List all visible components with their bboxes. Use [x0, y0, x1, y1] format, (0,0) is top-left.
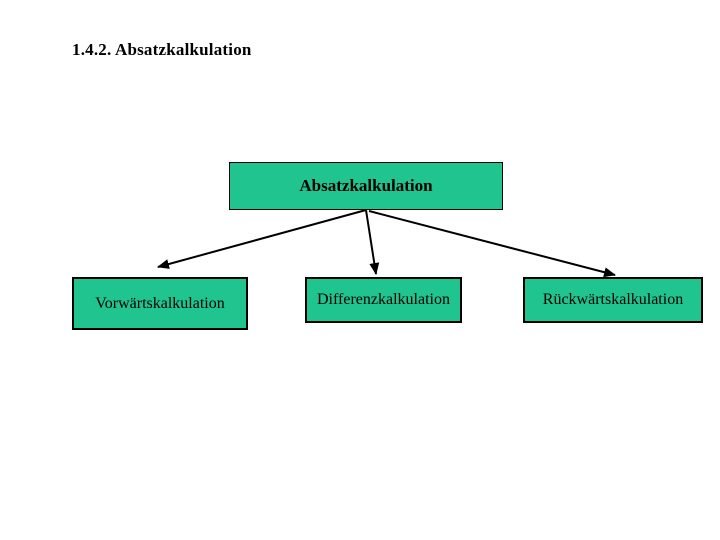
diagram-node-differenzkalkulation: Differenzkalkulation [305, 277, 462, 323]
diagram-node-vorwaertskalkulation: Vorwärtskalkulation [72, 277, 248, 330]
diagram-node-label: Vorwärtskalkulation [95, 294, 225, 312]
diagram-node-label: Absatzkalkulation [299, 176, 433, 195]
connector-arrow-right [368, 210, 616, 278]
connector-arrow-left [157, 209, 367, 269]
diagram-node-absatzkalkulation: Absatzkalkulation [229, 162, 503, 210]
connector-arrow-middle [365, 209, 380, 275]
diagram-node-label: Differenzkalkulation [317, 291, 450, 308]
diagram-node-label: Rückwärtskalkulation [542, 291, 684, 308]
diagram-node-rueckwaertskalkulation: Rückwärtskalkulation [523, 277, 703, 323]
slide-title: 1.4.2. Absatzkalkulation [72, 40, 252, 59]
